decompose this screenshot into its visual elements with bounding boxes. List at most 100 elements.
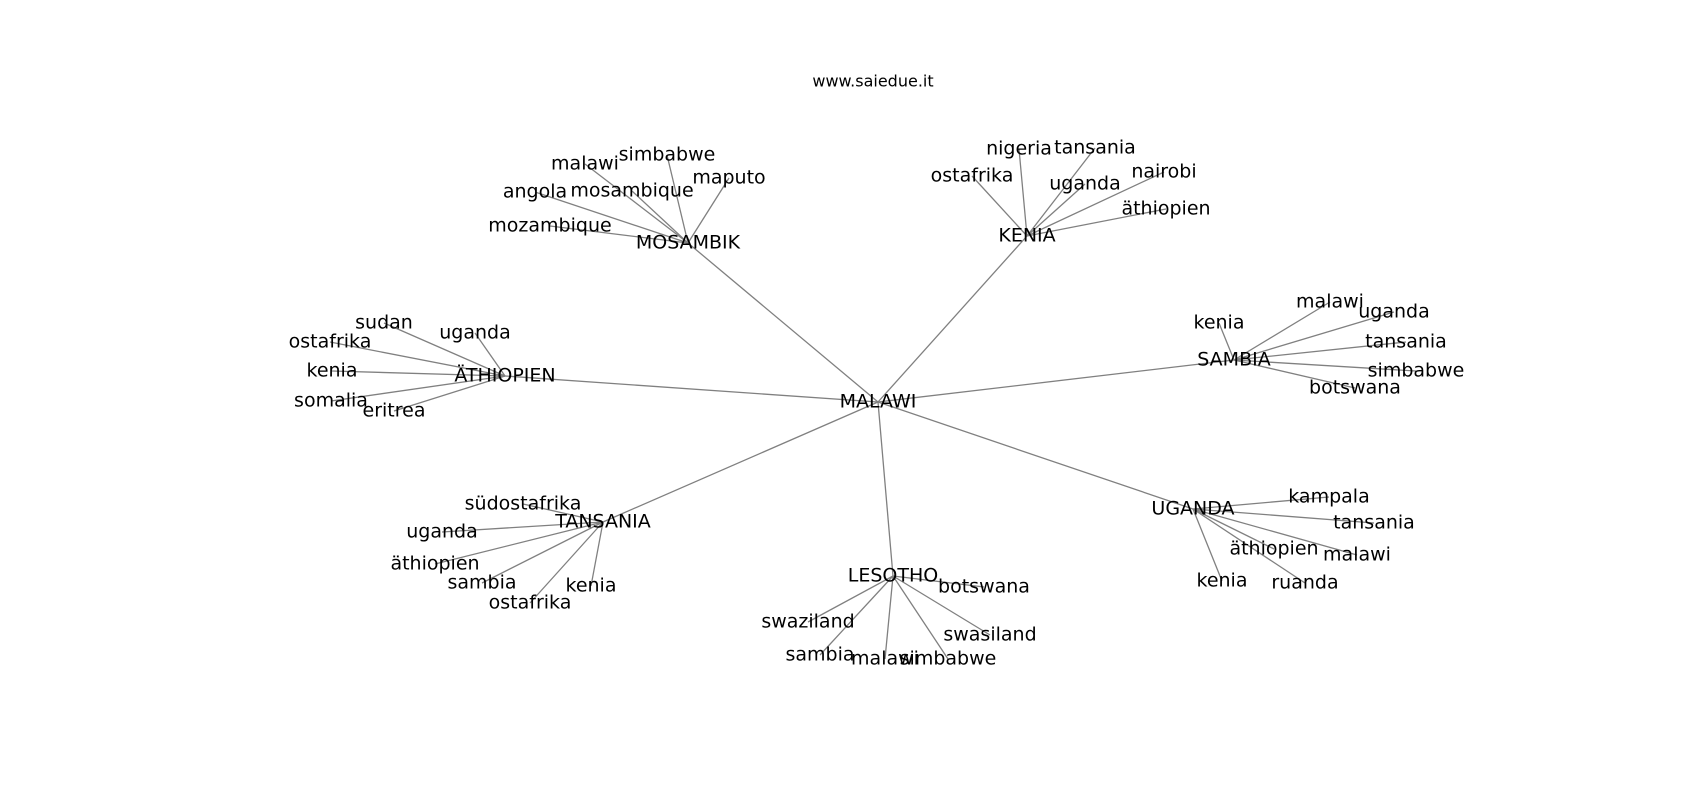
leaf-node-label: ostafrika [489,592,572,614]
leaf-node-label: äthiopien [1229,538,1318,560]
hub-node-label: LESOTHO [848,565,938,587]
edge-hub-to-leaf [1233,301,1331,361]
edge-hub-to-leaf [631,190,689,244]
edge-hub-to-leaf [1192,508,1275,550]
edge-hub-to-leaf [1218,322,1235,361]
leaf-node-label: swasiland [943,624,1036,646]
leaf-node-label: uganda [406,521,478,543]
edge-hub-to-leaf [666,154,689,244]
edge-hub-to-leaf [584,163,689,244]
leaf-node-label: kenia [1197,570,1248,592]
edge-hub-to-leaf [1026,147,1096,237]
edge-hub-to-leaf [1233,341,1407,361]
edge-hub-to-leaf [1233,359,1356,389]
edge-hub-to-leaf [474,332,506,377]
leaf-node-label: sambia [447,572,516,594]
leaf-node-label: kenia [307,360,358,382]
edge-hub-to-leaf [1192,508,1375,524]
leaf-node-label: tansania [1054,137,1136,159]
edge-hub-to-leaf [1192,508,1223,582]
edge-hub-to-leaf [971,175,1028,237]
leaf-node-label: mosambique [570,180,693,202]
edge-hub-to-leaf [884,575,894,660]
edge-hub-to-leaf [892,575,949,660]
edge-hub-to-leaf [892,575,991,636]
edge-root-to-hub [877,359,1235,403]
leaf-node-label: südostafrika [465,493,582,515]
leaf-node-label: nairobi [1131,161,1196,183]
edge-hub-to-leaf [329,341,506,377]
edge-hub-to-leaf [1192,496,1330,510]
leaf-node-label: maputo [692,167,765,189]
edge-root-to-hub [504,375,879,403]
edge-root-to-hub [877,401,894,577]
edge-hub-to-leaf [1192,508,1306,584]
leaf-node-label: mozambique [488,215,611,237]
leaf-node-label: uganda [1049,173,1121,195]
leaf-node-label: uganda [439,322,511,344]
leaf-node-label: simbabwe [619,144,716,166]
leaf-node-label: malawi [1323,544,1391,566]
edge-hub-to-leaf [331,370,506,377]
hub-node-label: UGANDA [1151,498,1234,520]
leaf-node-label: ostafrika [289,331,372,353]
leaf-node-label: äthiopien [390,553,479,575]
leaf-node-label: swaziland [761,611,854,633]
leaf-node-label: simbabwe [1368,360,1465,382]
root-node-label: MALAWI [840,391,917,413]
leaf-node-label: ostafrika [931,165,1014,187]
leaf-node-label: kenia [566,575,617,597]
edge-hub-to-leaf [1233,359,1417,372]
edge-hub-to-leaf [522,503,604,523]
leaf-node-label: eritrea [363,400,426,422]
edge-root-to-hub [687,242,879,403]
leaf-node-label: tansania [1333,512,1415,534]
edge-hub-to-leaf [1233,311,1395,361]
hub-node-label: MOSAMBIK [636,232,741,254]
leaf-node-label: nigeria [986,138,1052,160]
edge-hub-to-leaf [819,575,894,656]
leaf-node-label: äthiopien [1121,198,1210,220]
leaf-node-label: malawi [851,648,919,670]
leaf-node-label: simbabwe [900,648,997,670]
edge-hub-to-leaf [481,521,604,584]
edge-hub-to-leaf [434,521,604,565]
edge-hub-to-leaf [383,322,506,377]
edge-root-to-hub [877,235,1028,403]
hub-node-label: SAMBIA [1197,349,1270,371]
leaf-node-label: ruanda [1271,572,1338,594]
leaf-node-label: tansania [1365,331,1447,353]
leaf-node-label: malawi [551,153,619,175]
edge-hub-to-leaf [534,191,689,244]
edge-hub-to-leaf [529,521,604,604]
page-title: www.saiedue.it [812,72,933,91]
edge-hub-to-leaf [1026,171,1165,237]
leaf-node-label: uganda [1358,301,1430,323]
hub-node-label: TANSANIA [554,511,651,533]
edge-hub-to-leaf [549,225,689,244]
leaf-node-label: somalia [294,390,368,412]
edge-hub-to-leaf [590,521,604,587]
edge-hub-to-leaf [1018,148,1028,237]
graph-edges [329,147,1417,660]
leaf-node-label: botswana [1309,377,1401,399]
edge-hub-to-leaf [807,575,894,623]
edge-hub-to-leaf [1192,508,1358,556]
edge-hub-to-leaf [441,521,604,533]
hub-node-label: KENIA [998,225,1055,247]
leaf-node-label: botswana [938,576,1030,598]
edge-hub-to-leaf [1026,183,1086,237]
edge-hub-to-leaf [687,177,730,244]
edge-hub-to-leaf [892,575,985,588]
edge-root-to-hub [602,401,879,523]
leaf-node-label: kampala [1288,486,1369,508]
leaf-node-label: sambia [785,644,854,666]
leaf-node-label: sudan [355,312,413,334]
edge-root-to-hub [877,401,1194,510]
leaf-node-label: kenia [1194,312,1245,334]
leaf-node-label: angola [503,181,567,203]
edge-hub-to-leaf [393,375,506,412]
edge-hub-to-leaf [330,375,506,402]
